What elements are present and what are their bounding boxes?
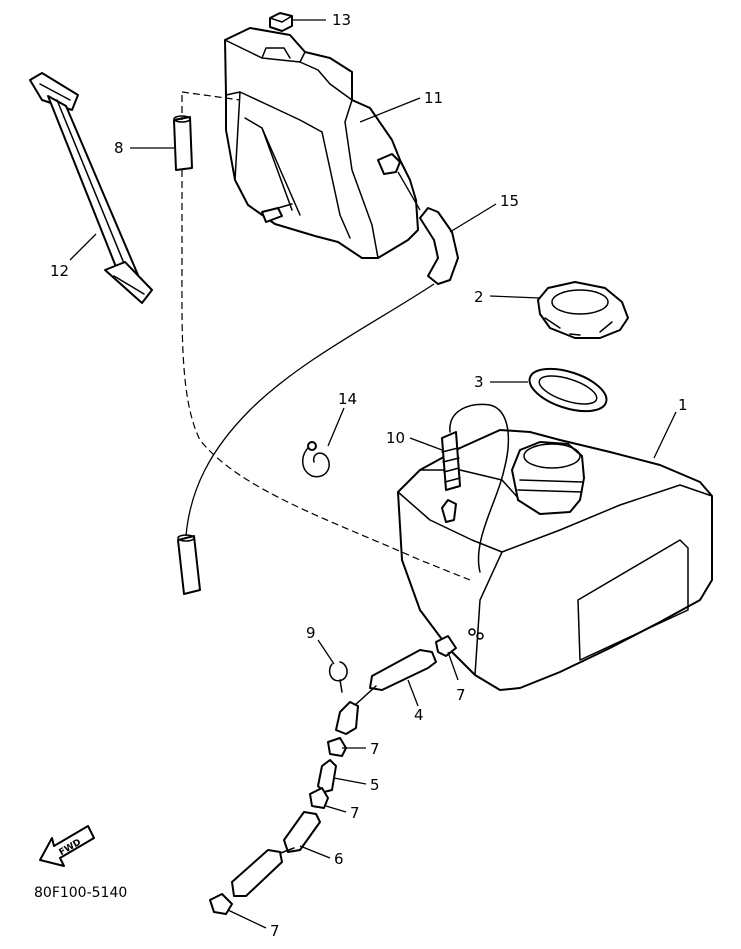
diagram-code: 80F100-5140 — [34, 885, 127, 901]
fuel-tank-part — [397, 429, 713, 691]
oil-tank-part — [224, 27, 419, 259]
fwd-arrow-icon: FWD — [39, 825, 95, 867]
fuel-line-assembly — [209, 635, 457, 915]
clip-part — [302, 441, 330, 478]
callout-15: 15 — [500, 192, 519, 210]
routing-lines — [181, 91, 471, 581]
callout-13: 13 — [332, 11, 351, 29]
hose-15-part — [419, 207, 459, 285]
callout-7a: 7 — [456, 686, 466, 704]
leader-lines — [69, 19, 677, 929]
callout-10: 10 — [386, 429, 405, 447]
callout-7d: 7 — [270, 922, 280, 940]
fuel-cap-part — [537, 281, 629, 339]
vent-fitting-part — [441, 403, 510, 573]
callout-8: 8 — [114, 139, 124, 157]
callout-6: 6 — [334, 850, 344, 868]
callout-5: 5 — [370, 776, 380, 794]
callout-14: 14 — [338, 390, 357, 408]
callout-7b: 7 — [370, 740, 380, 758]
callout-3: 3 — [474, 373, 484, 391]
callout-11: 11 — [424, 89, 443, 107]
callout-7c: 7 — [350, 804, 360, 822]
callout-labels: 13 11 8 12 15 2 3 14 10 1 9 4 7 7 5 7 6 … — [50, 11, 688, 940]
hose-piece-part — [177, 534, 201, 595]
callout-1: 1 — [678, 396, 688, 414]
strap-part — [29, 72, 153, 304]
gasket-part — [528, 367, 608, 413]
hose-8-part — [173, 115, 193, 171]
callout-2: 2 — [474, 288, 484, 306]
callout-9: 9 — [306, 624, 316, 642]
callout-12: 12 — [50, 262, 69, 280]
small-cap-part — [269, 12, 293, 32]
callout-4: 4 — [414, 706, 424, 724]
